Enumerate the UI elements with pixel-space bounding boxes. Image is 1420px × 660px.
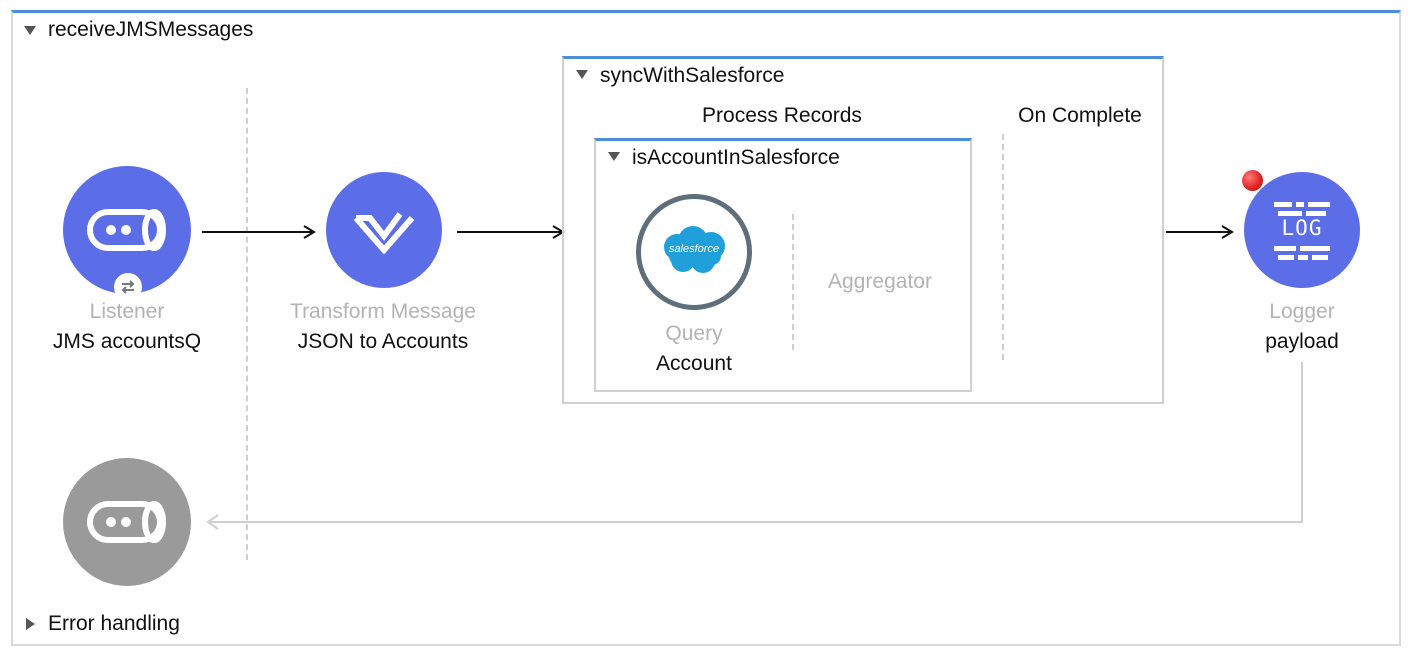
flow-arrow	[457, 225, 565, 239]
batch-step-title[interactable]: isAccountInSalesforce	[632, 146, 840, 169]
response-return-line	[206, 362, 1303, 530]
on-complete-label: On Complete	[1018, 104, 1142, 127]
transform-message-node[interactable]	[326, 172, 442, 288]
salesforce-cloud-icon	[664, 226, 725, 273]
aggregator-label[interactable]: Aggregator	[828, 270, 932, 293]
collapse-step-toggle[interactable]	[608, 152, 620, 161]
on-complete-divider	[1002, 134, 1004, 360]
batch-title[interactable]: syncWithSalesforce	[600, 64, 785, 87]
logger-name-label: payload	[1265, 330, 1339, 353]
expand-error-handling-toggle[interactable]	[26, 618, 35, 630]
flow-arrow	[1166, 225, 1234, 239]
transform-name-label: JSON to Accounts	[297, 330, 469, 353]
error-handling-label[interactable]: Error handling	[48, 612, 180, 635]
listener-type-label: Listener	[89, 300, 165, 323]
listener-node[interactable]	[63, 166, 191, 294]
breakpoint-icon[interactable]	[1242, 170, 1263, 191]
logger-node[interactable]	[1244, 172, 1360, 288]
query-type-label: Query	[665, 322, 723, 345]
source-divider	[246, 88, 248, 560]
collapse-flow-toggle[interactable]	[24, 26, 36, 35]
collapse-batch-toggle[interactable]	[576, 70, 588, 79]
salesforce-logo-text: salesforce	[668, 243, 720, 255]
logger-type-label: Logger	[1269, 300, 1335, 323]
salesforce-query-node[interactable]	[636, 194, 752, 310]
query-name-label: Account	[656, 352, 732, 375]
jms-connector-icon	[87, 209, 166, 251]
listener-name-label: JMS accountsQ	[52, 330, 202, 353]
batch-step-scope[interactable]	[594, 138, 972, 392]
flow-container	[11, 10, 1401, 646]
aggregator-divider	[792, 214, 794, 350]
flow-title[interactable]: receiveJMSMessages	[48, 18, 254, 41]
flow-arrow	[202, 225, 316, 239]
dataweave-icon	[353, 212, 415, 255]
log-icon	[1274, 202, 1330, 260]
process-records-label: Process Records	[702, 104, 862, 127]
batch-job-scope[interactable]	[562, 56, 1164, 404]
jms-connector-icon	[87, 501, 166, 543]
listener-response-node[interactable]	[63, 458, 191, 586]
exchange-icon	[114, 273, 142, 301]
log-icon-text: LOG	[1281, 216, 1323, 240]
transform-type-label: Transform Message	[290, 300, 476, 323]
